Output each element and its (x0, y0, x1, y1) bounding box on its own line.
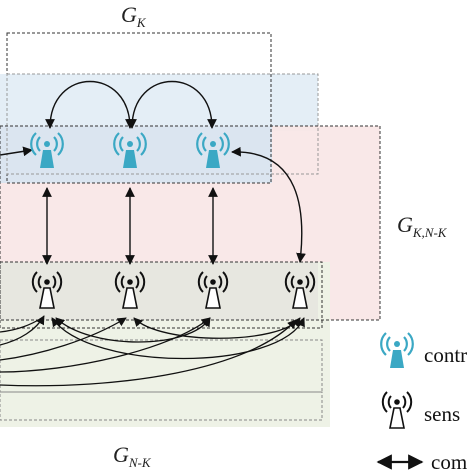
link-s1-s3 (55, 317, 211, 343)
link-c3-s4 (231, 146, 306, 263)
edge-left-s1b (0, 317, 43, 333)
label-gk: GK (121, 2, 147, 30)
overlap-band (0, 262, 318, 320)
label-gkn: GK,N-K (397, 212, 448, 240)
legend-sensor-label: sens (424, 402, 460, 426)
legend-communication-label: com (431, 450, 467, 474)
legend-controller-icon (380, 331, 414, 370)
arc-c2-c3 (127, 81, 217, 129)
edge-left-s1 (0, 315, 45, 346)
label-gnk: GN-K (113, 442, 152, 470)
legend-controller-label: contr (424, 343, 467, 367)
link-s1-s4 (51, 317, 305, 360)
legend-sensor-icon (381, 391, 413, 429)
gnk-box-bottom (0, 391, 323, 421)
arc-c1-c2 (45, 81, 135, 129)
edge-left-s3 (0, 317, 211, 373)
gk-band-upper (0, 74, 318, 131)
edge-left-s4 (0, 319, 297, 387)
sensor-box (0, 261, 323, 329)
edge-left-c1 (0, 146, 33, 157)
gk-box-outer (6, 73, 319, 175)
